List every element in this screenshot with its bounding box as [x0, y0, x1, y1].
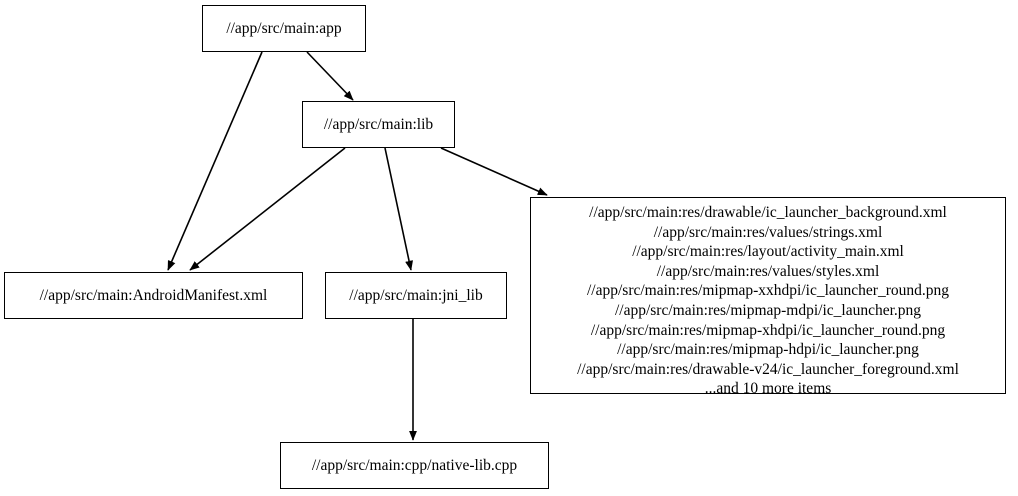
res-item: //app/src/main:res/mipmap-xhdpi/ic_launc…	[590, 321, 946, 339]
res-item: //app/src/main:res/mipmap-hdpi/ic_launch…	[617, 341, 919, 359]
edge-app-to-manifest	[167, 51, 263, 271]
edge-app-to-lib	[306, 51, 354, 101]
res-item: //app/src/main:res/values/strings.xml	[653, 223, 883, 241]
edge-lib-to-jni-lib	[384, 147, 413, 271]
node-native-lib-cpp[interactable]: //app/src/main:cpp/native-lib.cpp	[280, 442, 549, 489]
node-lib[interactable]: //app/src/main:lib	[302, 101, 455, 148]
node-app[interactable]: //app/src/main:app	[202, 5, 366, 52]
edge-lib-to-manifest	[189, 147, 346, 271]
res-item: //app/src/main:res/layout/activity_main.…	[632, 243, 904, 261]
res-overflow-label: ...and 10 more items	[704, 380, 832, 398]
node-android-manifest[interactable]: //app/src/main:AndroidManifest.xml	[4, 272, 303, 319]
res-item: //app/src/main:res/mipmap-xxhdpi/ic_laun…	[586, 282, 949, 300]
res-item: //app/src/main:res/drawable-v24/ic_launc…	[577, 360, 959, 378]
res-item: //app/src/main:res/drawable/ic_launcher_…	[589, 204, 947, 221]
node-res-group[interactable]: //app/src/main:res/drawable/ic_launcher_…	[530, 197, 1006, 397]
res-item: //app/src/main:res/values/styles.xml	[656, 262, 880, 280]
edge-lib-to-res	[440, 147, 548, 196]
res-item: //app/src/main:res/mipmap-mdpi/ic_launch…	[614, 301, 922, 319]
node-jni-lib[interactable]: //app/src/main:jni_lib	[325, 272, 507, 319]
